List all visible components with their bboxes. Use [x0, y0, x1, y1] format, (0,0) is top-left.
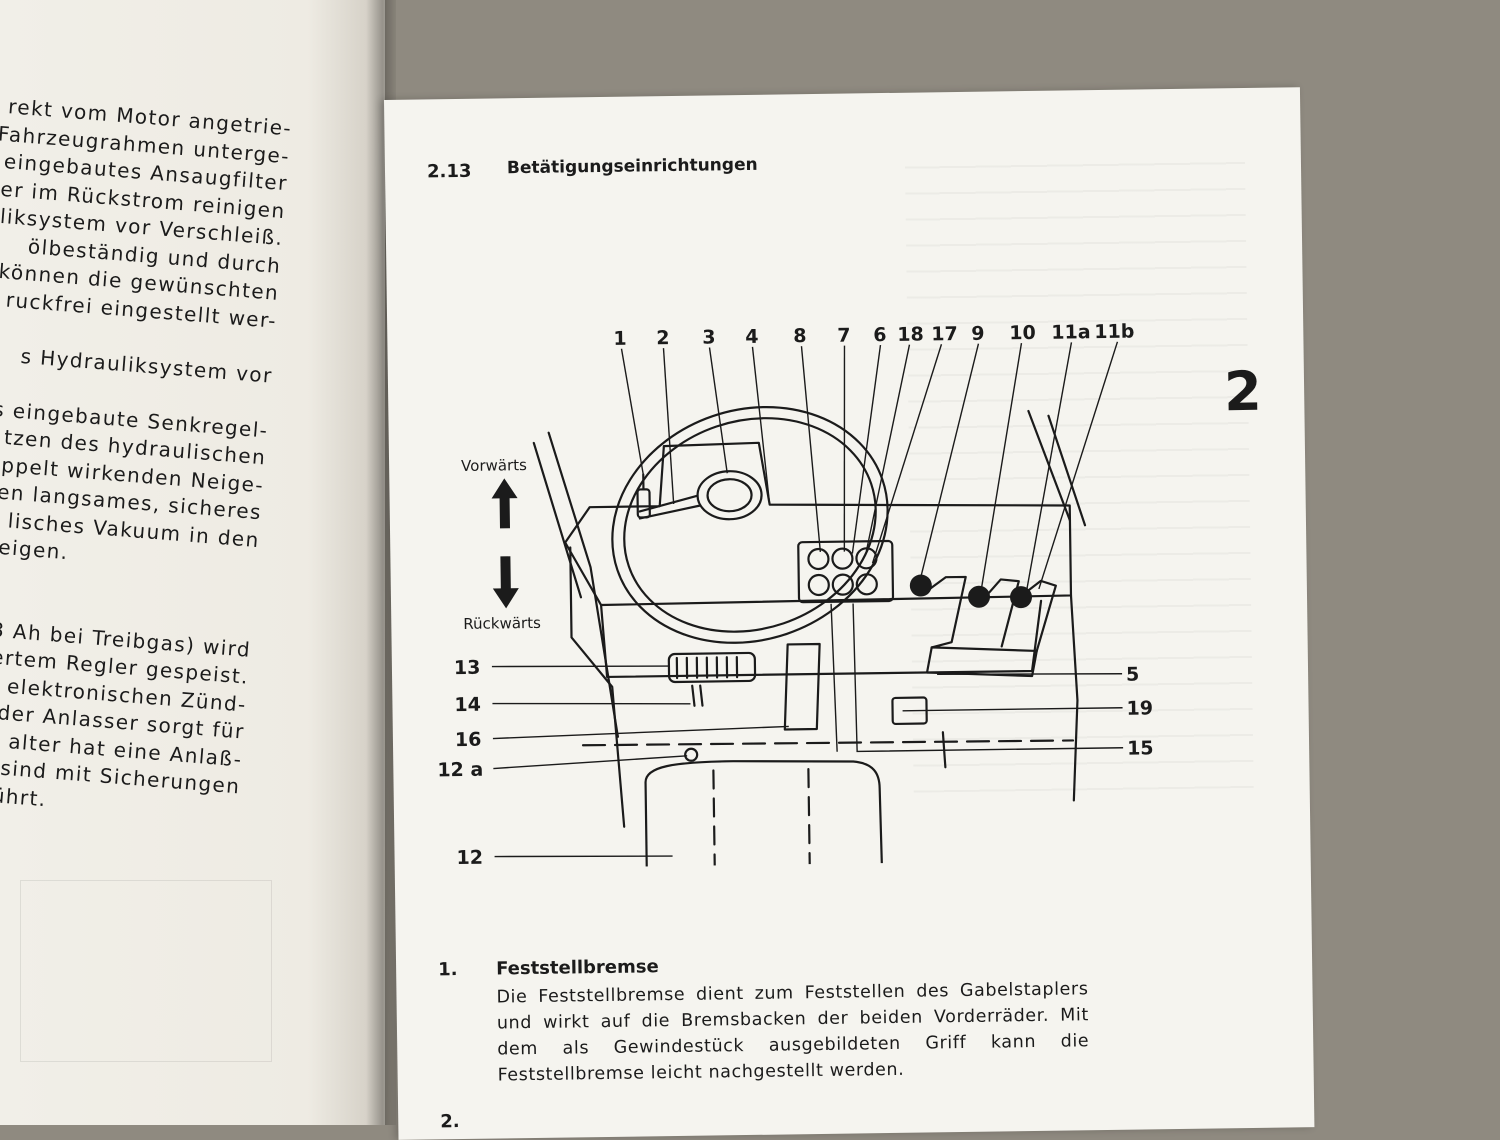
label-17: 17: [931, 323, 958, 345]
left-page: rekt vom Motor angetrie- Fahrzeugrahmen …: [0, 0, 385, 1125]
label-reverse: Rückwärts: [463, 614, 541, 633]
label-2: 2: [656, 327, 670, 349]
controls-diagram: 1 2 3 4 8 7 6 18 17 9 10 11a 11b Vorwärt…: [426, 199, 1155, 869]
label-9: 9: [971, 323, 985, 345]
section-number: 2.13: [427, 161, 472, 183]
label-4: 4: [745, 326, 759, 348]
label-19: 19: [1126, 697, 1153, 719]
label-5: 5: [1126, 664, 1140, 686]
item-title: Feststellbremse: [496, 956, 659, 979]
next-item-number: 2.: [440, 1111, 460, 1132]
item-body: Die Feststellbremse dient zum Feststelle…: [496, 976, 1089, 1088]
label-11a: 11a: [1051, 321, 1091, 344]
control-knobs: [910, 573, 1032, 610]
left-page-text: rekt vom Motor angetrie- Fahrzeugrahmen …: [0, 92, 293, 828]
label-10: 10: [1009, 322, 1036, 344]
label-7: 7: [837, 325, 851, 347]
label-15: 15: [1127, 737, 1154, 759]
chapter-marker: 2: [1224, 360, 1262, 424]
right-page: 2.13 Betätigungseinrichtungen 2: [384, 87, 1314, 1140]
direction-arrows: [491, 478, 519, 608]
label-12a: 12 a: [437, 759, 483, 782]
label-16: 16: [455, 729, 482, 751]
label-12: 12: [456, 847, 483, 869]
label-6: 6: [873, 324, 887, 346]
label-3: 3: [702, 326, 716, 348]
label-18: 18: [897, 323, 924, 345]
forklift-cockpit-drawing: [533, 368, 1091, 870]
section-title: Betätigungseinrichtungen: [507, 155, 758, 178]
label-1: 1: [613, 328, 627, 350]
leader-lines: [488, 342, 1126, 870]
label-11b: 11b: [1094, 321, 1134, 344]
label-14: 14: [454, 694, 481, 716]
item-number: 1.: [438, 959, 458, 980]
label-forward: Vorwärts: [461, 456, 527, 475]
label-8: 8: [793, 325, 807, 347]
label-13: 13: [454, 657, 481, 679]
bleed-through-box: [20, 880, 272, 1062]
